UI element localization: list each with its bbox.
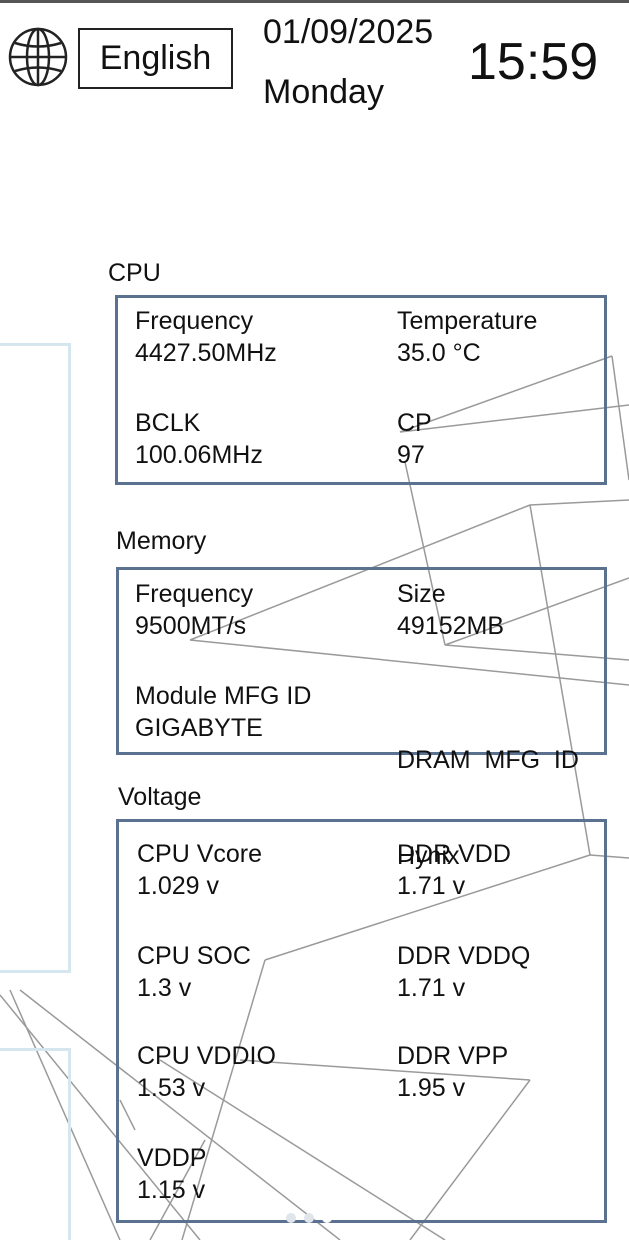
vddp-value: 1.15 v [137, 1176, 206, 1204]
memory-module-mfg-field: Module MFG ID GIGABYTE [135, 680, 311, 744]
cpu-bclk-label: BCLK [135, 409, 201, 437]
memory-frequency-label: Frequency [135, 580, 254, 608]
cpu-soc-value: 1.3 v [137, 974, 192, 1002]
cpu-frequency-label: Frequency [135, 307, 254, 335]
memory-dram-mfg-value: Hynix [397, 842, 460, 870]
memory-dram-mfg-field: DRAM MFG ID Hynix [397, 680, 579, 936]
cpu-bclk-field: BCLK 100.06MHz [135, 407, 263, 471]
cpu-temperature-label: Temperature [397, 307, 538, 335]
ddr-vdd-field: DDR VDD 1.71 v [397, 838, 511, 902]
memory-dram-mfg-label: DRAM MFG ID [397, 746, 579, 774]
cpu-temperature-value: 35.0 °C [397, 339, 481, 367]
clock-display: 15:59 [468, 33, 599, 91]
cpu-soc-field: CPU SOC 1.3 v [137, 940, 251, 1004]
cpu-vddio-field: CPU VDDIO 1.53 v [137, 1040, 276, 1104]
memory-size-label: Size [397, 580, 446, 608]
cpu-vddio-value: 1.53 v [137, 1074, 206, 1102]
cpu-cp-field: CP 97 [397, 407, 432, 471]
cpu-vcore-label: CPU Vcore [137, 840, 263, 868]
ddr-vddq-label: DDR VDDQ [397, 942, 531, 970]
vddp-field: VDDP 1.15 v [137, 1142, 206, 1206]
ddr-vpp-field: DDR VPP 1.95 v [397, 1040, 508, 1104]
ddr-vddq-value: 1.71 v [397, 974, 466, 1002]
ddr-vdd-label: DDR VDD [397, 840, 511, 868]
cpu-frequency-field: Frequency 4427.50MHz [135, 305, 277, 369]
cpu-temperature-field: Temperature 35.0 °C [397, 305, 537, 369]
page-dot[interactable] [304, 1213, 314, 1223]
cpu-cp-value: 97 [397, 441, 425, 469]
memory-section-title: Memory [116, 527, 207, 555]
memory-size-field: Size 49152MB [397, 578, 504, 642]
cpu-soc-label: CPU SOC [137, 942, 251, 970]
voltage-section-box [116, 819, 607, 1223]
cpu-cp-label: CP [397, 409, 432, 437]
cpu-frequency-value: 4427.50MHz [135, 339, 277, 367]
cpu-vcore-field: CPU Vcore 1.029 v [137, 838, 262, 902]
cpu-vcore-value: 1.029 v [137, 872, 220, 900]
memory-frequency-field: Frequency 9500MT/s [135, 578, 253, 642]
ddr-vddq-field: DDR VDDQ 1.71 v [397, 940, 530, 1004]
cpu-bclk-value: 100.06MHz [135, 441, 263, 469]
left-panel-upper [0, 343, 71, 973]
ddr-vpp-label: DDR VPP [397, 1042, 509, 1070]
memory-size-value: 49152MB [397, 612, 505, 640]
ddr-vpp-value: 1.95 v [397, 1074, 466, 1102]
date-display: 01/09/2025 [263, 13, 434, 51]
globe-icon[interactable] [7, 26, 69, 88]
page-dot[interactable] [322, 1213, 332, 1223]
cpu-section-title: CPU [108, 259, 161, 287]
memory-module-mfg-label: Module MFG ID [135, 682, 312, 710]
cpu-vddio-label: CPU VDDIO [137, 1042, 276, 1070]
page-dot[interactable] [286, 1213, 296, 1223]
memory-section-box [116, 567, 607, 755]
memory-frequency-value: 9500MT/s [135, 612, 247, 640]
ddr-vdd-value: 1.71 v [397, 872, 466, 900]
memory-module-mfg-value: GIGABYTE [135, 714, 263, 742]
language-button[interactable]: English [78, 28, 233, 89]
top-border [0, 0, 629, 3]
vddp-label: VDDP [137, 1144, 207, 1172]
voltage-section-title: Voltage [118, 783, 202, 811]
day-display: Monday [263, 73, 384, 111]
left-panel-lower [0, 1048, 71, 1240]
cpu-section-box [115, 295, 607, 485]
